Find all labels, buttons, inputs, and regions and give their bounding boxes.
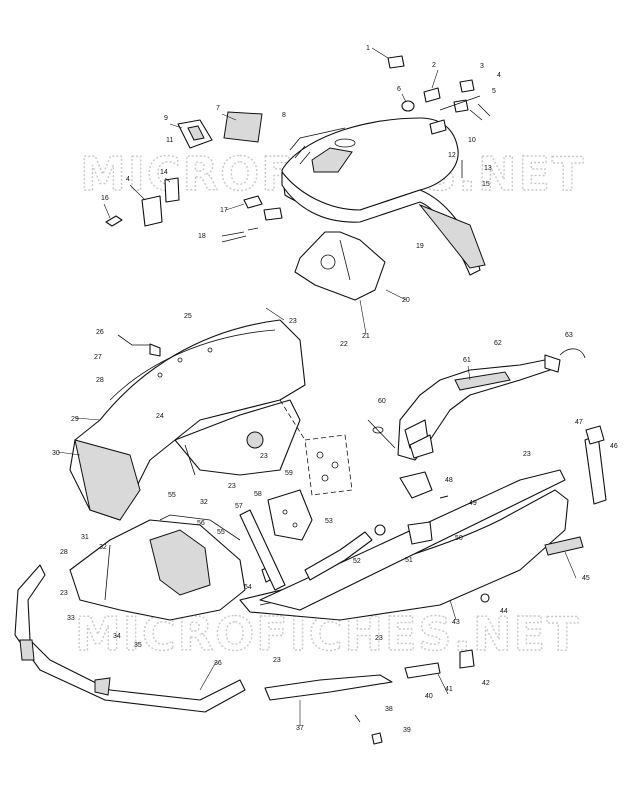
callout-30: 30: [52, 450, 60, 457]
callout-29: 29: [71, 416, 79, 423]
callout-62: 62: [494, 340, 502, 347]
callout-52: 52: [353, 558, 361, 565]
bumper: [14, 564, 246, 713]
callout-27: 27: [94, 354, 102, 361]
callout-45: 45: [582, 575, 590, 582]
mounting-plate: [267, 489, 313, 541]
callout-36: 36: [214, 660, 222, 667]
callout-39: 39: [403, 727, 411, 734]
callout-23-b: 23: [523, 451, 531, 458]
callout-10: 1: [366, 45, 370, 52]
callout-19: 19: [416, 243, 424, 250]
callout-28-left: 28: [60, 549, 68, 556]
callout-48: 48: [445, 477, 453, 484]
callout-8: 7: [216, 105, 220, 112]
callout-23-a: 23: [289, 318, 297, 325]
callout-26: 26: [96, 329, 104, 336]
callout-44: 44: [500, 608, 508, 615]
callout-7: 9: [164, 115, 168, 122]
callout-4-left: 18: [198, 233, 206, 240]
callout-5: 17: [220, 207, 228, 214]
strap-53: [304, 531, 373, 581]
callout-15: 10: [468, 137, 476, 144]
callout-2: 4: [126, 176, 130, 183]
callout-3: 14: [160, 169, 168, 176]
rod-60: [367, 419, 396, 449]
right-brackets: [399, 471, 449, 545]
callout-23-d: 23: [228, 483, 236, 490]
callout-32-right: 32: [200, 499, 208, 506]
callout-21: 21: [362, 333, 370, 340]
callout-55-b: 55: [217, 529, 225, 536]
callout-25: 25: [184, 313, 192, 320]
callout-17: 13: [484, 165, 492, 172]
callout-49: 49: [469, 500, 477, 507]
side-panel-left: [69, 319, 306, 521]
callout-59: 59: [285, 470, 293, 477]
callout-20: 20: [402, 297, 410, 304]
callout-28-top: 28: [96, 377, 104, 384]
callout-37: 37: [296, 725, 304, 732]
callout-24: 24: [156, 413, 164, 420]
callout-numbers: 1 2 3 4 5 6 7 8 9 10 11 12 13 14 4 15 16…: [52, 45, 618, 734]
callout-23-e: 23: [375, 635, 383, 642]
nose-pan: [69, 514, 246, 621]
callout-12: 2: [432, 62, 436, 69]
callout-16: 12: [448, 152, 456, 159]
callout-1: 16: [101, 195, 109, 202]
callout-4-top: 5: [492, 88, 496, 95]
clip-63: [559, 348, 586, 359]
callout-60: 60: [378, 398, 386, 405]
bar-57: [239, 509, 286, 591]
callout-58: 58: [254, 491, 262, 498]
bracket-assembly: [279, 399, 353, 496]
callout-9: 8: [282, 112, 286, 119]
callout-38: 38: [385, 706, 393, 713]
callout-54: 54: [244, 584, 252, 591]
skid-strip: [264, 674, 393, 701]
callout-53: 53: [325, 518, 333, 525]
callout-41: 41: [445, 686, 453, 693]
callout-31: 31: [81, 534, 89, 541]
callout-34: 34: [113, 633, 121, 640]
callout-63: 63: [565, 332, 573, 339]
callout-23-f: 23: [273, 657, 281, 664]
callout-40: 40: [425, 693, 433, 700]
callout-6: 11: [166, 137, 173, 144]
hood-hardware-left: [105, 111, 283, 243]
callout-22: 22: [340, 341, 348, 348]
hood-bracket: [294, 231, 386, 301]
callout-43: 43: [452, 619, 460, 626]
callout-47: 47: [575, 419, 583, 426]
callout-14: 4: [497, 72, 501, 79]
callout-18: 15: [482, 181, 490, 188]
leader-lines: [57, 47, 577, 726]
callout-55-a: 55: [168, 492, 176, 499]
callout-33: 33: [67, 615, 75, 622]
air-duct-right: [397, 354, 561, 461]
callout-51: 51: [405, 557, 413, 564]
callout-32-left: 32: [99, 544, 107, 551]
callout-57: 57: [235, 503, 243, 510]
decal-panel: [223, 111, 263, 143]
callout-55-c: 23: [260, 453, 268, 460]
hood-hardware-right: [387, 55, 491, 178]
callout-23-c: 23: [60, 590, 68, 597]
bulkhead: [174, 399, 301, 476]
callout-13: 3: [480, 63, 484, 70]
hood-vent-grille: [311, 147, 353, 173]
callout-56: 56: [197, 520, 205, 527]
callout-42: 42: [482, 680, 490, 687]
small-hardware: [117, 334, 490, 745]
callout-61: 61: [463, 357, 471, 364]
callout-46: 46: [610, 443, 618, 450]
callout-11: 6: [397, 86, 401, 93]
hood: [281, 117, 486, 276]
callout-35: 35: [134, 642, 142, 649]
callout-50: 50: [455, 535, 463, 542]
